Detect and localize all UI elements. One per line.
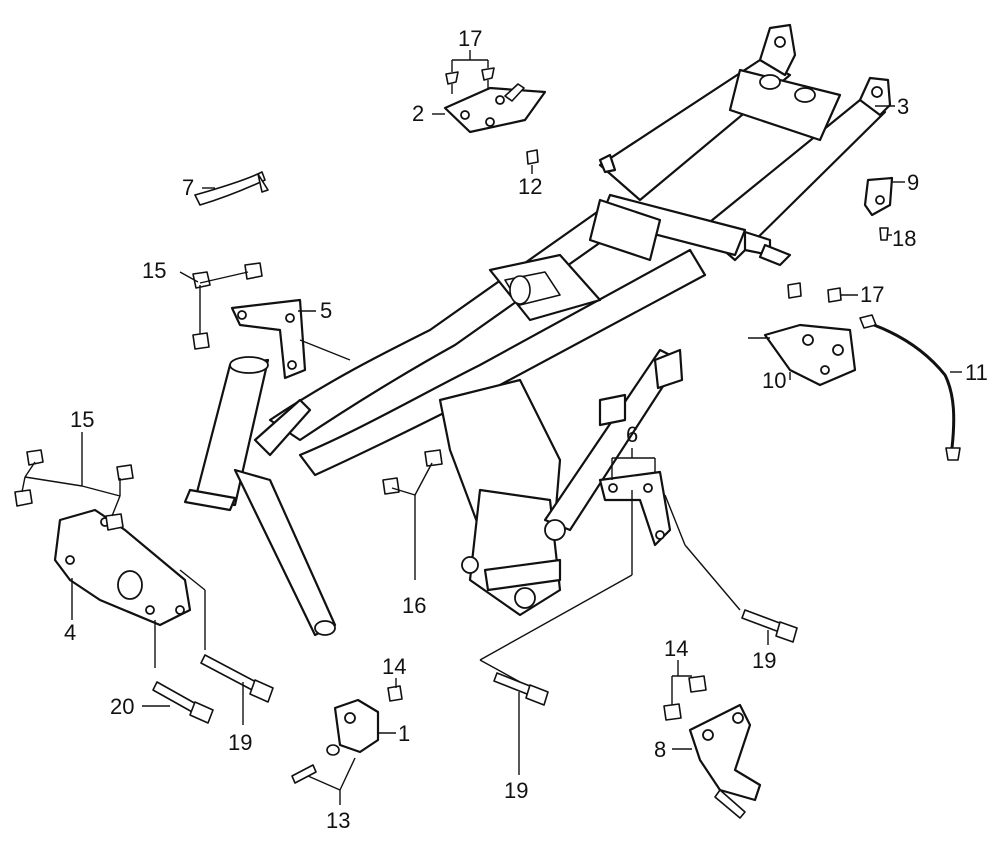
part-8-bracket <box>688 703 762 819</box>
callout-11: 11 <box>965 360 988 385</box>
part-14-nut-center <box>387 685 403 702</box>
callout-7: 7 <box>182 175 194 200</box>
callout-1: 1 <box>398 721 410 746</box>
callout-17-top: 17 <box>458 26 482 51</box>
callout-12: 12 <box>518 174 542 199</box>
leader-lines <box>21 50 962 805</box>
callout-13: 13 <box>326 808 350 833</box>
part-11-cable <box>859 314 961 461</box>
main-frame <box>183 23 892 637</box>
part-19-bolt-left <box>200 654 274 703</box>
part-1-clamp <box>333 698 380 754</box>
part-18-screw <box>879 227 889 241</box>
part-10-bracket <box>763 323 857 387</box>
part-17-bolts-top <box>445 67 495 94</box>
callout-6: 6 <box>626 422 638 447</box>
callout-19-right: 19 <box>752 648 776 673</box>
part-5-bracket <box>230 298 307 380</box>
callout-16: 16 <box>402 593 426 618</box>
callout-5: 5 <box>320 298 332 323</box>
part-13-screw <box>291 744 340 784</box>
part-16-nuts <box>382 449 443 495</box>
callout-18: 18 <box>892 226 916 251</box>
callout-labels: 17 2 3 12 7 9 18 15 17 5 10 11 15 6 16 4… <box>64 26 988 833</box>
part-20-bolt <box>152 681 214 724</box>
part-6-bracket <box>598 470 672 547</box>
part-17-bolts-right <box>787 282 842 303</box>
callout-19-left: 19 <box>228 730 252 755</box>
part-12-clip <box>526 149 539 165</box>
part-7-wire-clamp <box>194 171 269 206</box>
callout-20: 20 <box>110 694 134 719</box>
part-4-bracket <box>53 508 192 627</box>
part-15-nuts-left <box>14 449 134 531</box>
callout-19-center: 19 <box>504 778 528 803</box>
callout-14-center: 14 <box>382 654 406 679</box>
part-15-nuts-upper <box>192 262 263 350</box>
callout-17-right: 17 <box>860 282 884 307</box>
part-14-nuts-right <box>663 675 707 721</box>
callout-3: 3 <box>897 94 909 119</box>
callout-14-right: 14 <box>664 636 688 661</box>
part-2-upper-plate <box>443 83 547 134</box>
callout-8: 8 <box>654 737 666 762</box>
callout-15-upper: 15 <box>142 258 166 283</box>
callout-9: 9 <box>907 170 919 195</box>
part-19-bolt-center <box>493 672 549 706</box>
callout-2: 2 <box>412 101 424 126</box>
callout-15-left: 15 <box>70 407 94 432</box>
part-9-bracket <box>863 176 894 217</box>
callout-4: 4 <box>64 620 76 645</box>
part-19-bolt-right <box>741 609 798 643</box>
callout-10: 10 <box>762 368 786 393</box>
